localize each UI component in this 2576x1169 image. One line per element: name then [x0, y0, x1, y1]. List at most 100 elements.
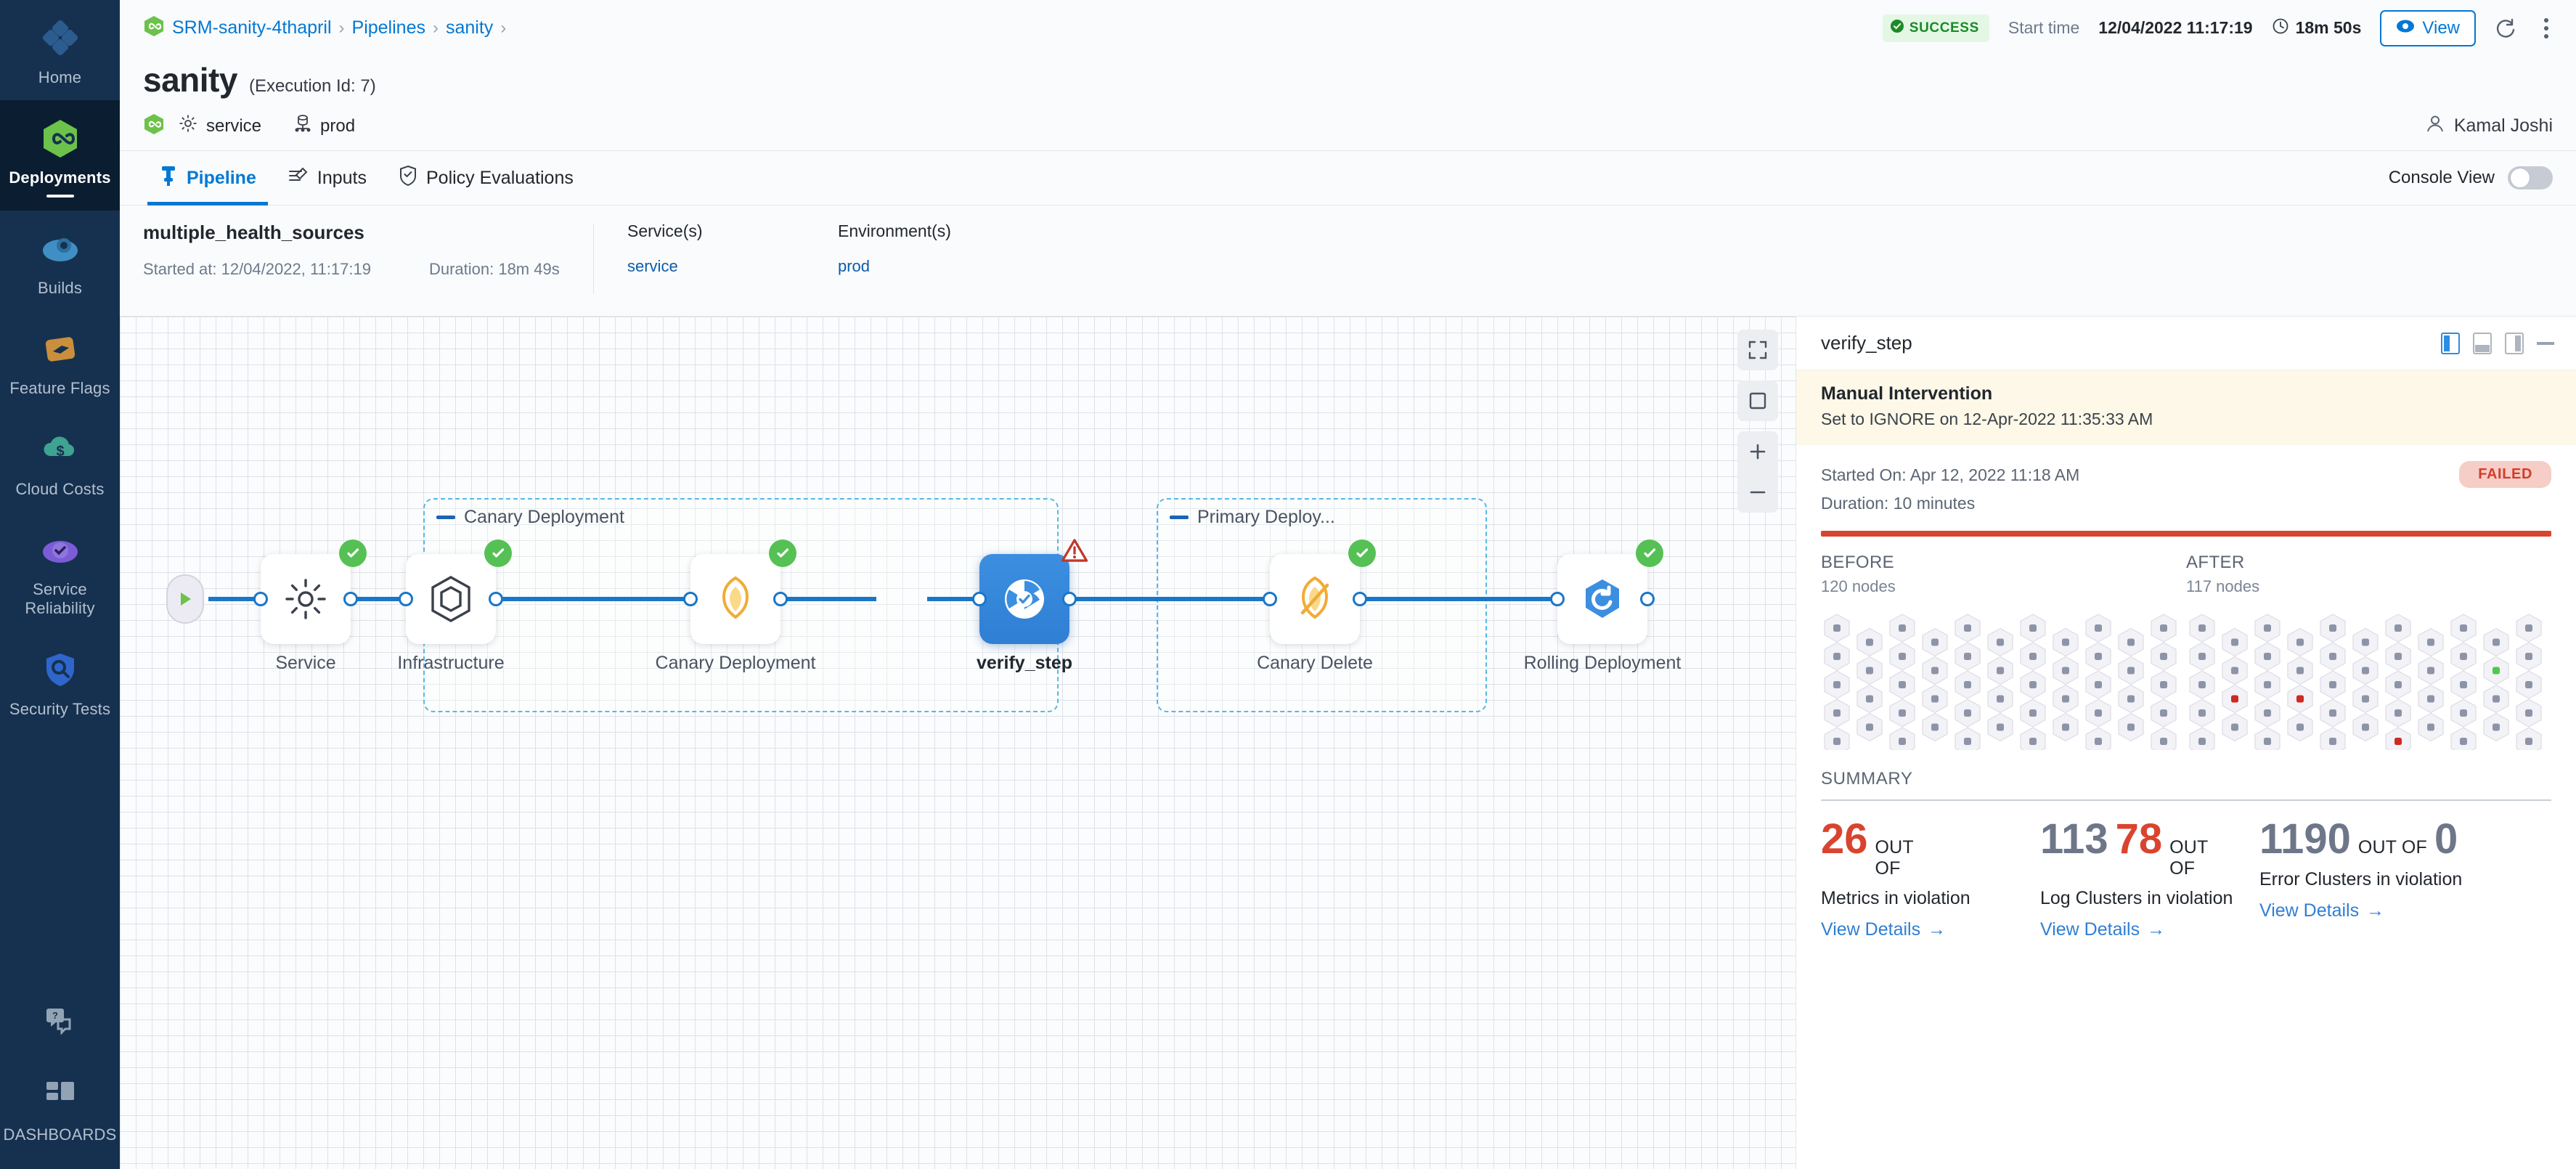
- status-badge: SUCCESS: [1882, 14, 1989, 42]
- stage-group-primary-deployment[interactable]: Primary Deploy...: [1157, 498, 1487, 712]
- sidebar-item-label: Cloud Costs: [15, 479, 105, 498]
- manual-intervention-subtitle: Set to IGNORE on 12-Apr-2022 11:35:33 AM: [1821, 410, 2153, 428]
- fullscreen-icon[interactable]: [1737, 330, 1778, 370]
- summary-item-metrics: 26 OUT OF Metrics in violation View Deta…: [1821, 818, 2040, 940]
- zoom-out-icon[interactable]: [1737, 472, 1778, 513]
- group-title: Canary Deployment: [436, 507, 624, 528]
- node-port-in: [399, 592, 413, 606]
- zoom-controls: [1737, 431, 1778, 513]
- summary-total-previous: 113: [2040, 815, 2108, 863]
- sidebar-item-help[interactable]: ?: [0, 983, 120, 1057]
- before-node-count: 120 nodes: [1821, 577, 1896, 596]
- node-card[interactable]: [406, 554, 496, 644]
- breadcrumb-item-project[interactable]: SRM-sanity-4thapril: [172, 17, 332, 38]
- view-details-link-error-clusters[interactable]: View Details →: [2259, 900, 2384, 921]
- infrastructure-hex-icon: [431, 576, 470, 622]
- view-details-label: View Details: [1821, 918, 1921, 940]
- node-label: Rolling Deployment: [1523, 653, 1682, 673]
- user-chip[interactable]: Kamal Joshi: [2425, 113, 2553, 139]
- environment-chip-label: prod: [320, 115, 356, 136]
- node-card[interactable]: [979, 554, 1069, 644]
- node-card[interactable]: [1557, 554, 1647, 644]
- divider: [593, 224, 594, 294]
- sidebar-item-security-tests[interactable]: Security Tests: [0, 632, 120, 732]
- summary-value: 78: [2115, 815, 2163, 863]
- sidebar-item-deployments[interactable]: Deployments: [0, 100, 120, 211]
- zoom-in-icon[interactable]: [1737, 431, 1778, 472]
- environment-chip[interactable]: prod: [293, 113, 355, 139]
- node-card[interactable]: [261, 554, 351, 644]
- sidebar-item-label: Security Tests: [9, 699, 111, 718]
- sidebar-item-feature-flags[interactable]: Feature Flags: [0, 311, 120, 411]
- node-port-in: [1263, 592, 1277, 606]
- summary-row: 26 OUT OF Metrics in violation View Deta…: [1796, 801, 2576, 940]
- execution-info-sub: Started at: 12/04/2022, 11:17:19 Duratio…: [143, 260, 593, 279]
- edge-segment: [780, 597, 876, 601]
- user-name: Kamal Joshi: [2453, 115, 2553, 136]
- sidebar-item-cloud-costs[interactable]: $ Cloud Costs: [0, 412, 120, 512]
- node-port-out: [1353, 592, 1367, 606]
- before-node-hexgrid[interactable]: [1821, 612, 2184, 756]
- canvas-toolbar: [1737, 330, 1778, 513]
- stage-name: multiple_health_sources: [143, 221, 364, 243]
- environments-header: Environment(s): [838, 221, 951, 240]
- panel-left-icon[interactable]: [2441, 332, 2460, 354]
- minimize-icon[interactable]: [2537, 341, 2554, 345]
- sidebar-item-service-reliability[interactable]: Service Reliability: [0, 512, 120, 632]
- feature-flags-icon: [38, 327, 83, 372]
- manual-intervention-banner: Manual Intervention Set to IGNORE on 12-…: [1796, 370, 2576, 445]
- console-view-control: Console View: [2389, 151, 2553, 205]
- console-view-label: Console View: [2388, 168, 2495, 187]
- sidebar-item-builds[interactable]: Builds: [0, 211, 120, 311]
- summary-divider: [1821, 799, 2551, 802]
- sidebar-item-label: DASHBOARDS: [3, 1125, 117, 1144]
- service-chip[interactable]: service: [178, 113, 261, 139]
- project-infinity-icon: [143, 15, 165, 41]
- services-header: Service(s): [627, 221, 703, 240]
- step-meta: Started On: Apr 12, 2022 11:18 AM Durati…: [1796, 445, 2576, 518]
- node-label: Service: [275, 653, 336, 673]
- collapse-dash-icon[interactable]: [1170, 516, 1189, 519]
- service-chip-label: service: [206, 115, 262, 136]
- execution-id: (Execution Id: 7): [248, 76, 376, 96]
- view-details-link-log-clusters[interactable]: View Details →: [2040, 919, 2165, 940]
- view-button[interactable]: View: [2380, 9, 2476, 46]
- tab-pipeline[interactable]: Pipeline: [143, 151, 272, 205]
- node-status-success: [1636, 539, 1663, 567]
- pipeline-name: sanity: [143, 61, 237, 99]
- detail-panel-header: verify_step: [1796, 317, 2576, 370]
- sidebar-item-dashboards[interactable]: DASHBOARDS: [0, 1057, 120, 1169]
- node-card[interactable]: [1270, 554, 1360, 644]
- environments-value[interactable]: prod: [838, 257, 871, 275]
- execution-info-strip: multiple_health_sources Started at: 12/0…: [120, 205, 2576, 316]
- sidebar-item-home[interactable]: Home: [0, 0, 120, 100]
- tab-policy-evaluations[interactable]: Policy Evaluations: [383, 151, 590, 205]
- kebab-menu-icon[interactable]: [2535, 14, 2557, 43]
- pipeline-start-node[interactable]: [166, 574, 204, 624]
- before-column: BEFORE 120 nodes: [1821, 553, 2186, 756]
- fit-to-screen-icon[interactable]: [1737, 380, 1778, 421]
- after-node-hexgrid[interactable]: [2186, 612, 2549, 756]
- node-card[interactable]: [690, 554, 780, 644]
- view-details-label: View Details: [2259, 900, 2360, 921]
- start-time-label: Start time: [2008, 18, 2080, 37]
- step-started-on: Started On: Apr 12, 2022 11:18 AM: [1821, 465, 2080, 484]
- tab-inputs[interactable]: Inputs: [272, 151, 383, 205]
- pipeline-canvas[interactable]: Canary Deployment Primary Deploy...: [120, 316, 1796, 1169]
- refresh-icon[interactable]: [2495, 17, 2516, 39]
- console-view-toggle[interactable]: [2508, 166, 2553, 190]
- panel-right-icon[interactable]: [2505, 332, 2524, 354]
- help-chat-icon: ?: [38, 999, 83, 1044]
- view-details-link-metrics[interactable]: View Details →: [1821, 919, 1946, 940]
- breadcrumb-item-sanity[interactable]: sanity: [445, 17, 494, 38]
- manual-intervention-title: Manual Intervention: [1821, 383, 1993, 404]
- policy-shield-icon: [399, 165, 417, 192]
- collapse-dash-icon[interactable]: [436, 516, 455, 519]
- services-value[interactable]: service: [627, 257, 678, 275]
- breadcrumb-separator: ›: [432, 17, 439, 38]
- breadcrumb: SRM-sanity-4thapril › Pipelines › sanity…: [143, 15, 506, 41]
- breadcrumb-item-pipelines[interactable]: Pipelines: [351, 17, 425, 38]
- svg-text:$: $: [56, 444, 64, 460]
- panel-bottom-icon[interactable]: [2473, 332, 2492, 354]
